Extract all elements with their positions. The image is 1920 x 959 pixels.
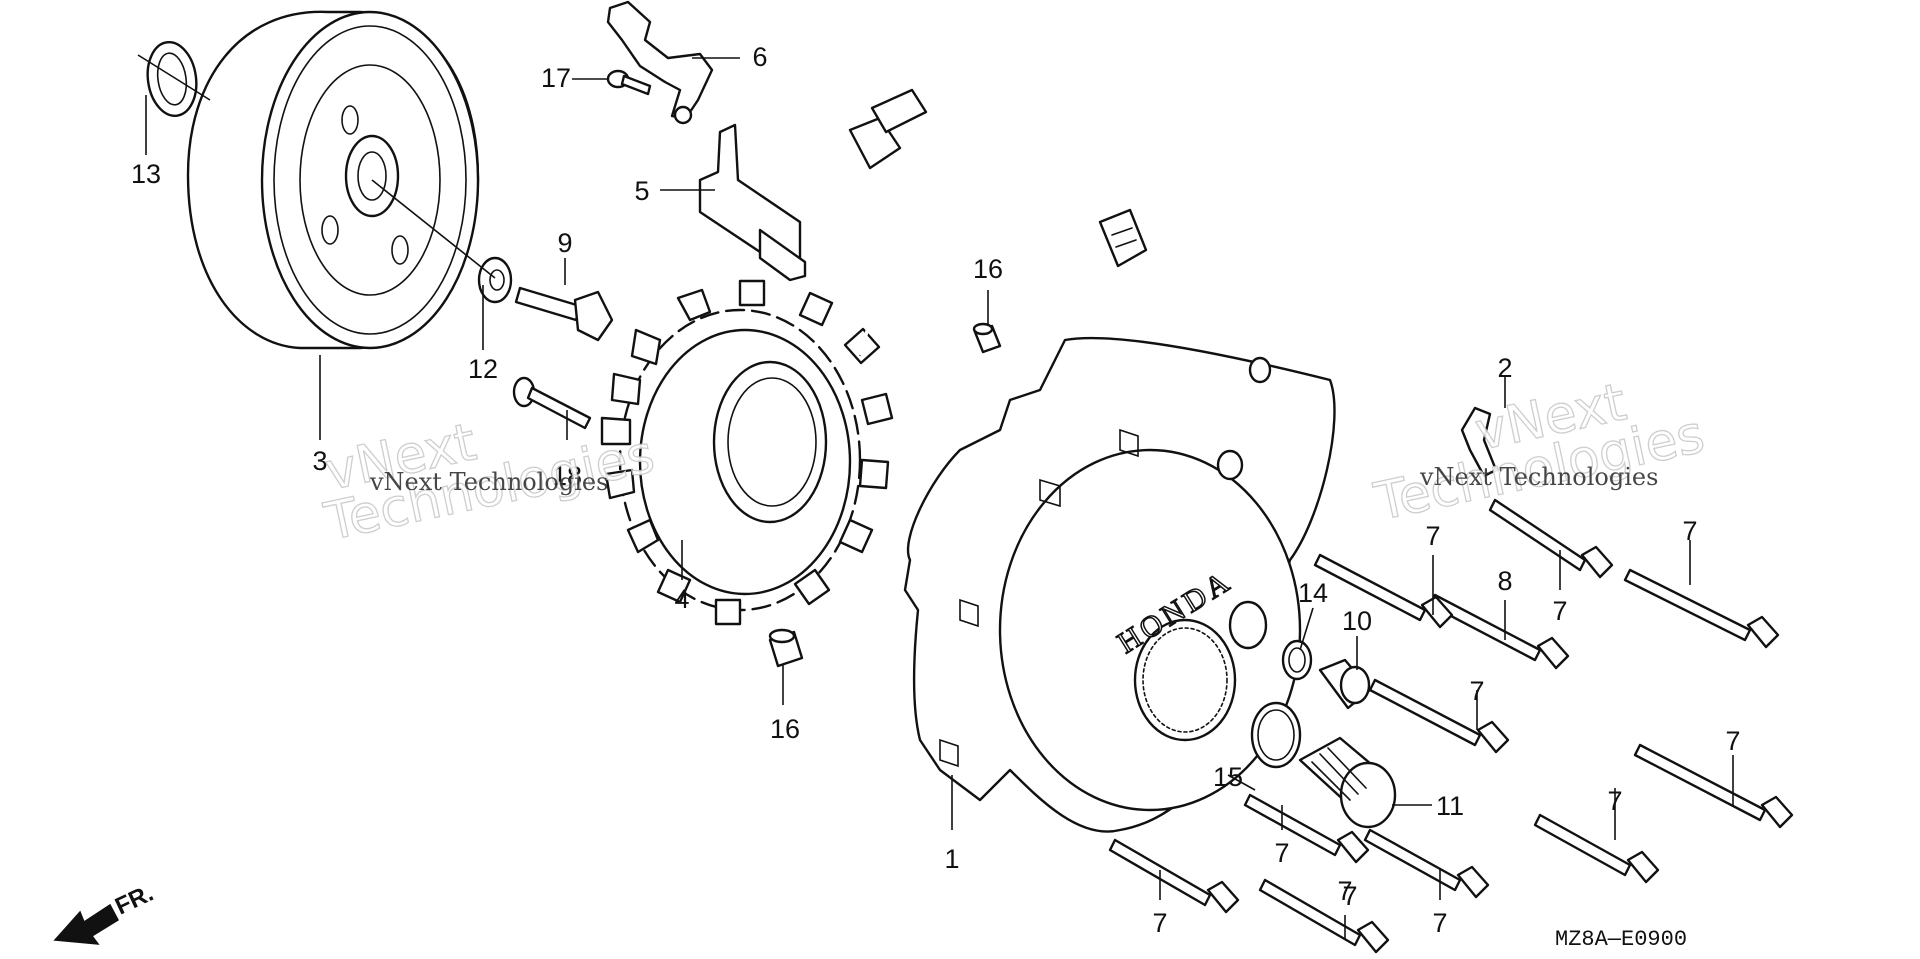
callout-9: 9: [557, 228, 572, 258]
part-7-bolt-h: [1363, 828, 1490, 899]
diagram-code: MZ8A—E0900: [1555, 927, 1687, 952]
part-7-bolt-f: [1533, 813, 1660, 884]
part-11-cap: [1298, 736, 1397, 829]
callout-7-h: 7: [1342, 881, 1357, 911]
part-14-o-ring: [1281, 639, 1313, 681]
callout-15: 15: [1213, 762, 1243, 792]
callout-16-lower: 16: [770, 714, 800, 744]
callout-7-a: 7: [1552, 596, 1567, 626]
part-1-crankcase-cover: HONDA: [903, 336, 1336, 833]
callout-7-e: 7: [1725, 726, 1740, 756]
callout-7-d: 7: [1469, 676, 1484, 706]
callout-10: 10: [1342, 606, 1372, 636]
part-9-flywheel-bolt: [514, 286, 614, 342]
part-5-clamp: [698, 123, 807, 282]
part-7-bolt-g: [1243, 793, 1370, 864]
callout-1: 1: [944, 844, 959, 874]
callout-6: 6: [752, 42, 767, 72]
watermark-text-left: vNext Technologies: [369, 468, 608, 496]
callout-11: 11: [1436, 791, 1464, 821]
part-7-bolt-b: [1488, 498, 1614, 579]
watermark-text-right: vNext Technologies: [1419, 463, 1658, 491]
callout-7-k: 7: [1337, 876, 1352, 906]
part-18-bolt: [512, 376, 592, 430]
part-7-bolt-j: [1258, 878, 1390, 954]
callout-12: 12: [468, 354, 498, 384]
part-7-bolt-a: [1313, 553, 1454, 629]
part-7-bolt-d: [1368, 678, 1510, 754]
front-arrow-icon: [53, 903, 119, 945]
callout-8: 8: [1497, 566, 1512, 596]
callout-7-j: 7: [1152, 908, 1167, 938]
callout-7-f: 7: [1607, 786, 1622, 816]
callout-7-g: 7: [1274, 838, 1289, 868]
part-8-bolt: [1428, 593, 1570, 670]
part-16-dowel-pin-lower: [768, 628, 804, 668]
part-4-stator: [600, 279, 894, 626]
part-7-bolt-c: [1623, 568, 1780, 649]
callout-7-b: 7: [1682, 516, 1697, 546]
callout-7-c: 7: [1425, 521, 1440, 551]
part-3-flywheel: [186, 10, 480, 350]
wire-harness: [826, 36, 1176, 356]
callout-17: 17: [541, 63, 571, 93]
callout-4: 4: [674, 584, 689, 614]
callout-14: 14: [1298, 578, 1328, 608]
part-13-o-ring: [146, 41, 198, 117]
callout-7-i: 7: [1432, 908, 1447, 938]
leader-lines: [137, 54, 1734, 940]
callout-5: 5: [634, 176, 649, 206]
callout-16-upper: 16: [973, 254, 1003, 284]
callout-3: 3: [312, 446, 327, 476]
part-12-washer: [477, 256, 513, 304]
part-16-dowel-pin-upper: [972, 322, 1002, 354]
callout-2: 2: [1497, 353, 1512, 383]
part-6-bracket: [606, 0, 714, 125]
callout-labels: 13 3 12 9 18 4 5 6 17 16 16 2 1 14 10 15…: [131, 42, 1741, 938]
part-2-clip: [1460, 406, 1498, 478]
callout-13: 13: [131, 159, 161, 189]
part-15-o-ring: [1250, 701, 1302, 769]
callout-18: 18: [552, 461, 582, 491]
